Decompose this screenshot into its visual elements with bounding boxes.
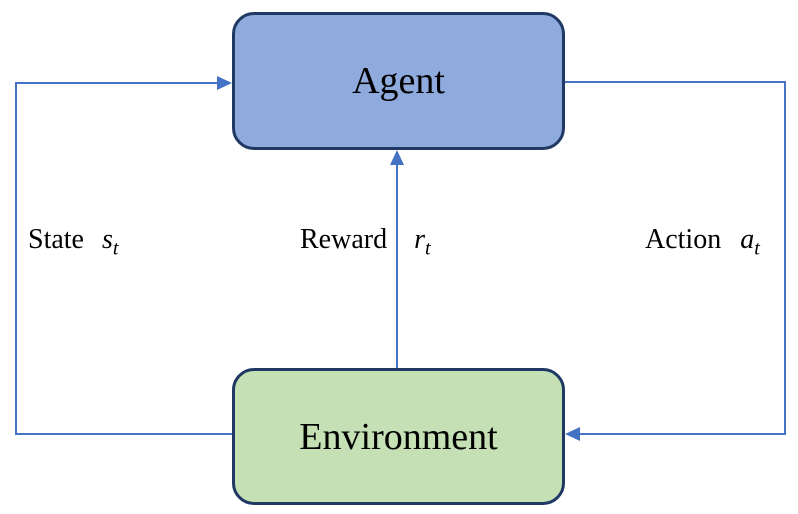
state-variable: st — [102, 224, 119, 260]
agent-label: Agent — [352, 60, 445, 102]
state-edge-label: State st — [28, 224, 119, 260]
reward-arrowhead-icon — [390, 150, 404, 165]
action-label: Action — [645, 224, 722, 255]
action-edge-label: Action at — [645, 224, 760, 260]
state-arrowhead-icon — [217, 76, 232, 90]
reward-edge-label: Reward rt — [300, 224, 431, 260]
action-arrow-line — [565, 81, 786, 435]
environment-node: Environment — [232, 368, 565, 505]
state-arrow-line — [15, 82, 232, 435]
action-variable: at — [740, 224, 760, 260]
agent-node: Agent — [232, 12, 565, 150]
action-arrowhead-icon — [565, 427, 580, 441]
environment-label: Environment — [299, 415, 498, 458]
reward-label: Reward — [300, 224, 388, 255]
reward-variable: rt — [414, 224, 431, 260]
state-label: State — [28, 224, 84, 255]
